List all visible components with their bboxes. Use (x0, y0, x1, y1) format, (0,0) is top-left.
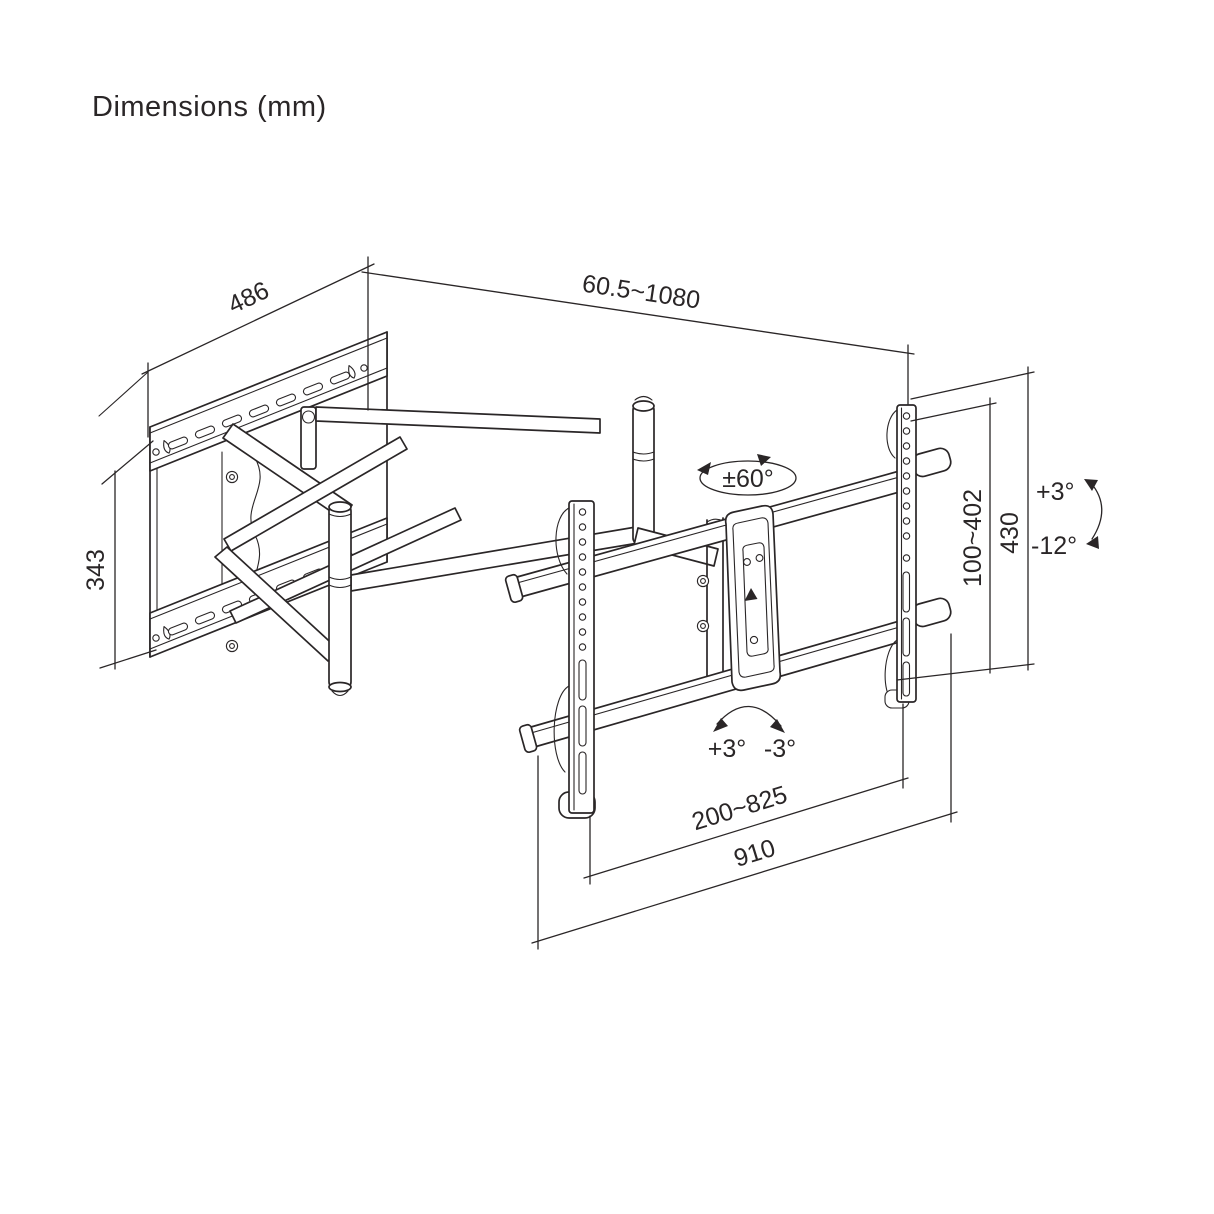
swivel-annotation: ±60° (697, 454, 797, 496)
vesa-hole (902, 532, 911, 540)
arm-wall-post (300, 406, 317, 470)
tilt-annotation: +3° -12° (1031, 478, 1103, 560)
crossbar-end-cap (504, 573, 524, 604)
vesa-hole (902, 554, 911, 562)
dim-label-200-825: 200~825 (689, 780, 791, 836)
upper-arm (315, 406, 601, 434)
tilt-bolt (696, 619, 710, 633)
elbow-pivot-column (632, 395, 655, 547)
dim-label-430: 430 (996, 512, 1024, 554)
tv-rail-left (553, 500, 596, 819)
vesa-hole (902, 502, 911, 510)
vesa-hole (578, 508, 587, 516)
vesa-hole (578, 523, 587, 531)
tv-rail-right (884, 404, 917, 709)
dim-bracket-height: 430 (896, 366, 1035, 681)
arm-post-bolt (301, 410, 316, 424)
level-minus-label: -3° (764, 735, 796, 763)
swivel-arrow-right (757, 454, 771, 466)
rail-spring-clip (886, 409, 898, 459)
vesa-hole (578, 538, 587, 546)
vesa-hole (578, 643, 587, 651)
page-title: Dimensions (mm) (92, 91, 327, 123)
crossbar-end-cap (518, 723, 538, 754)
rail-hole (152, 448, 160, 456)
vesa-hole (578, 553, 587, 561)
angle-annotations: ±60° +3° -12° +3° -3° (697, 454, 1103, 763)
vesa-hole (578, 628, 587, 636)
rail-spring-clip (553, 685, 570, 773)
vesa-hole (902, 472, 911, 480)
dim-extension-depth: 60.5~1080 (361, 270, 915, 405)
dim-label-343: 343 (82, 549, 110, 591)
dim-label-910: 910 (731, 834, 779, 873)
swivel-arc (699, 460, 797, 496)
level-plus-label: +3° (708, 735, 747, 763)
vesa-hole (578, 568, 587, 576)
level-annotation: +3° -3° (708, 705, 796, 763)
dim-label-486: 486 (224, 276, 274, 319)
plate-hole (749, 635, 759, 645)
tilt-down-label: -12° (1031, 532, 1077, 560)
tilt-arc (1090, 482, 1103, 540)
vesa-hole (902, 427, 911, 435)
vesa-adapter-plate (724, 504, 782, 692)
dim-label-60-1080: 60.5~1080 (580, 270, 702, 315)
scissor-bar (214, 546, 341, 662)
wall-rail-top (149, 331, 388, 472)
rail-spring-clip (555, 507, 570, 575)
swivel-arrow-left (697, 462, 711, 475)
wall-corner-edge (98, 371, 149, 417)
vesa-slot (902, 571, 911, 613)
swivel-label: ±60° (722, 465, 774, 493)
vesa-hole (578, 583, 587, 591)
rail-hole (152, 634, 160, 642)
tv-bracket (504, 404, 952, 819)
vesa-slot (578, 751, 587, 795)
bracket-bolt (225, 639, 239, 653)
vesa-hole (578, 598, 587, 606)
vesa-hole (578, 613, 587, 621)
dim-vesa-vertical: 100~402 (910, 397, 997, 674)
tilt-up-label: +3° (1036, 478, 1075, 506)
wall-pivot-column (328, 501, 352, 697)
dim-wall-plate-height: 343 (82, 440, 157, 670)
vesa-hole (902, 457, 911, 465)
vesa-slot (578, 659, 587, 701)
articulating-arms (214, 395, 724, 697)
rail-hole (360, 364, 368, 372)
tilt-arrow-down (1086, 536, 1099, 549)
vesa-hole (902, 412, 911, 420)
alignment-arrow (744, 588, 758, 601)
vesa-slot (902, 617, 911, 657)
plate-hole (743, 558, 751, 566)
vesa-hole (902, 442, 911, 450)
dim-label-100-402: 100~402 (959, 489, 987, 587)
plate-window (742, 542, 769, 657)
vesa-slot (578, 705, 587, 747)
tilt-arrow-up (1084, 479, 1098, 491)
scissor-bar (223, 436, 408, 552)
tilt-bolt (696, 574, 710, 588)
vesa-hole (902, 517, 911, 525)
level-arrow-right (770, 719, 785, 733)
plate-hole (755, 554, 764, 562)
vesa-hole (902, 487, 911, 495)
level-arrow-left (713, 718, 728, 732)
bracket-bolt (225, 470, 239, 484)
level-arc (716, 705, 782, 727)
